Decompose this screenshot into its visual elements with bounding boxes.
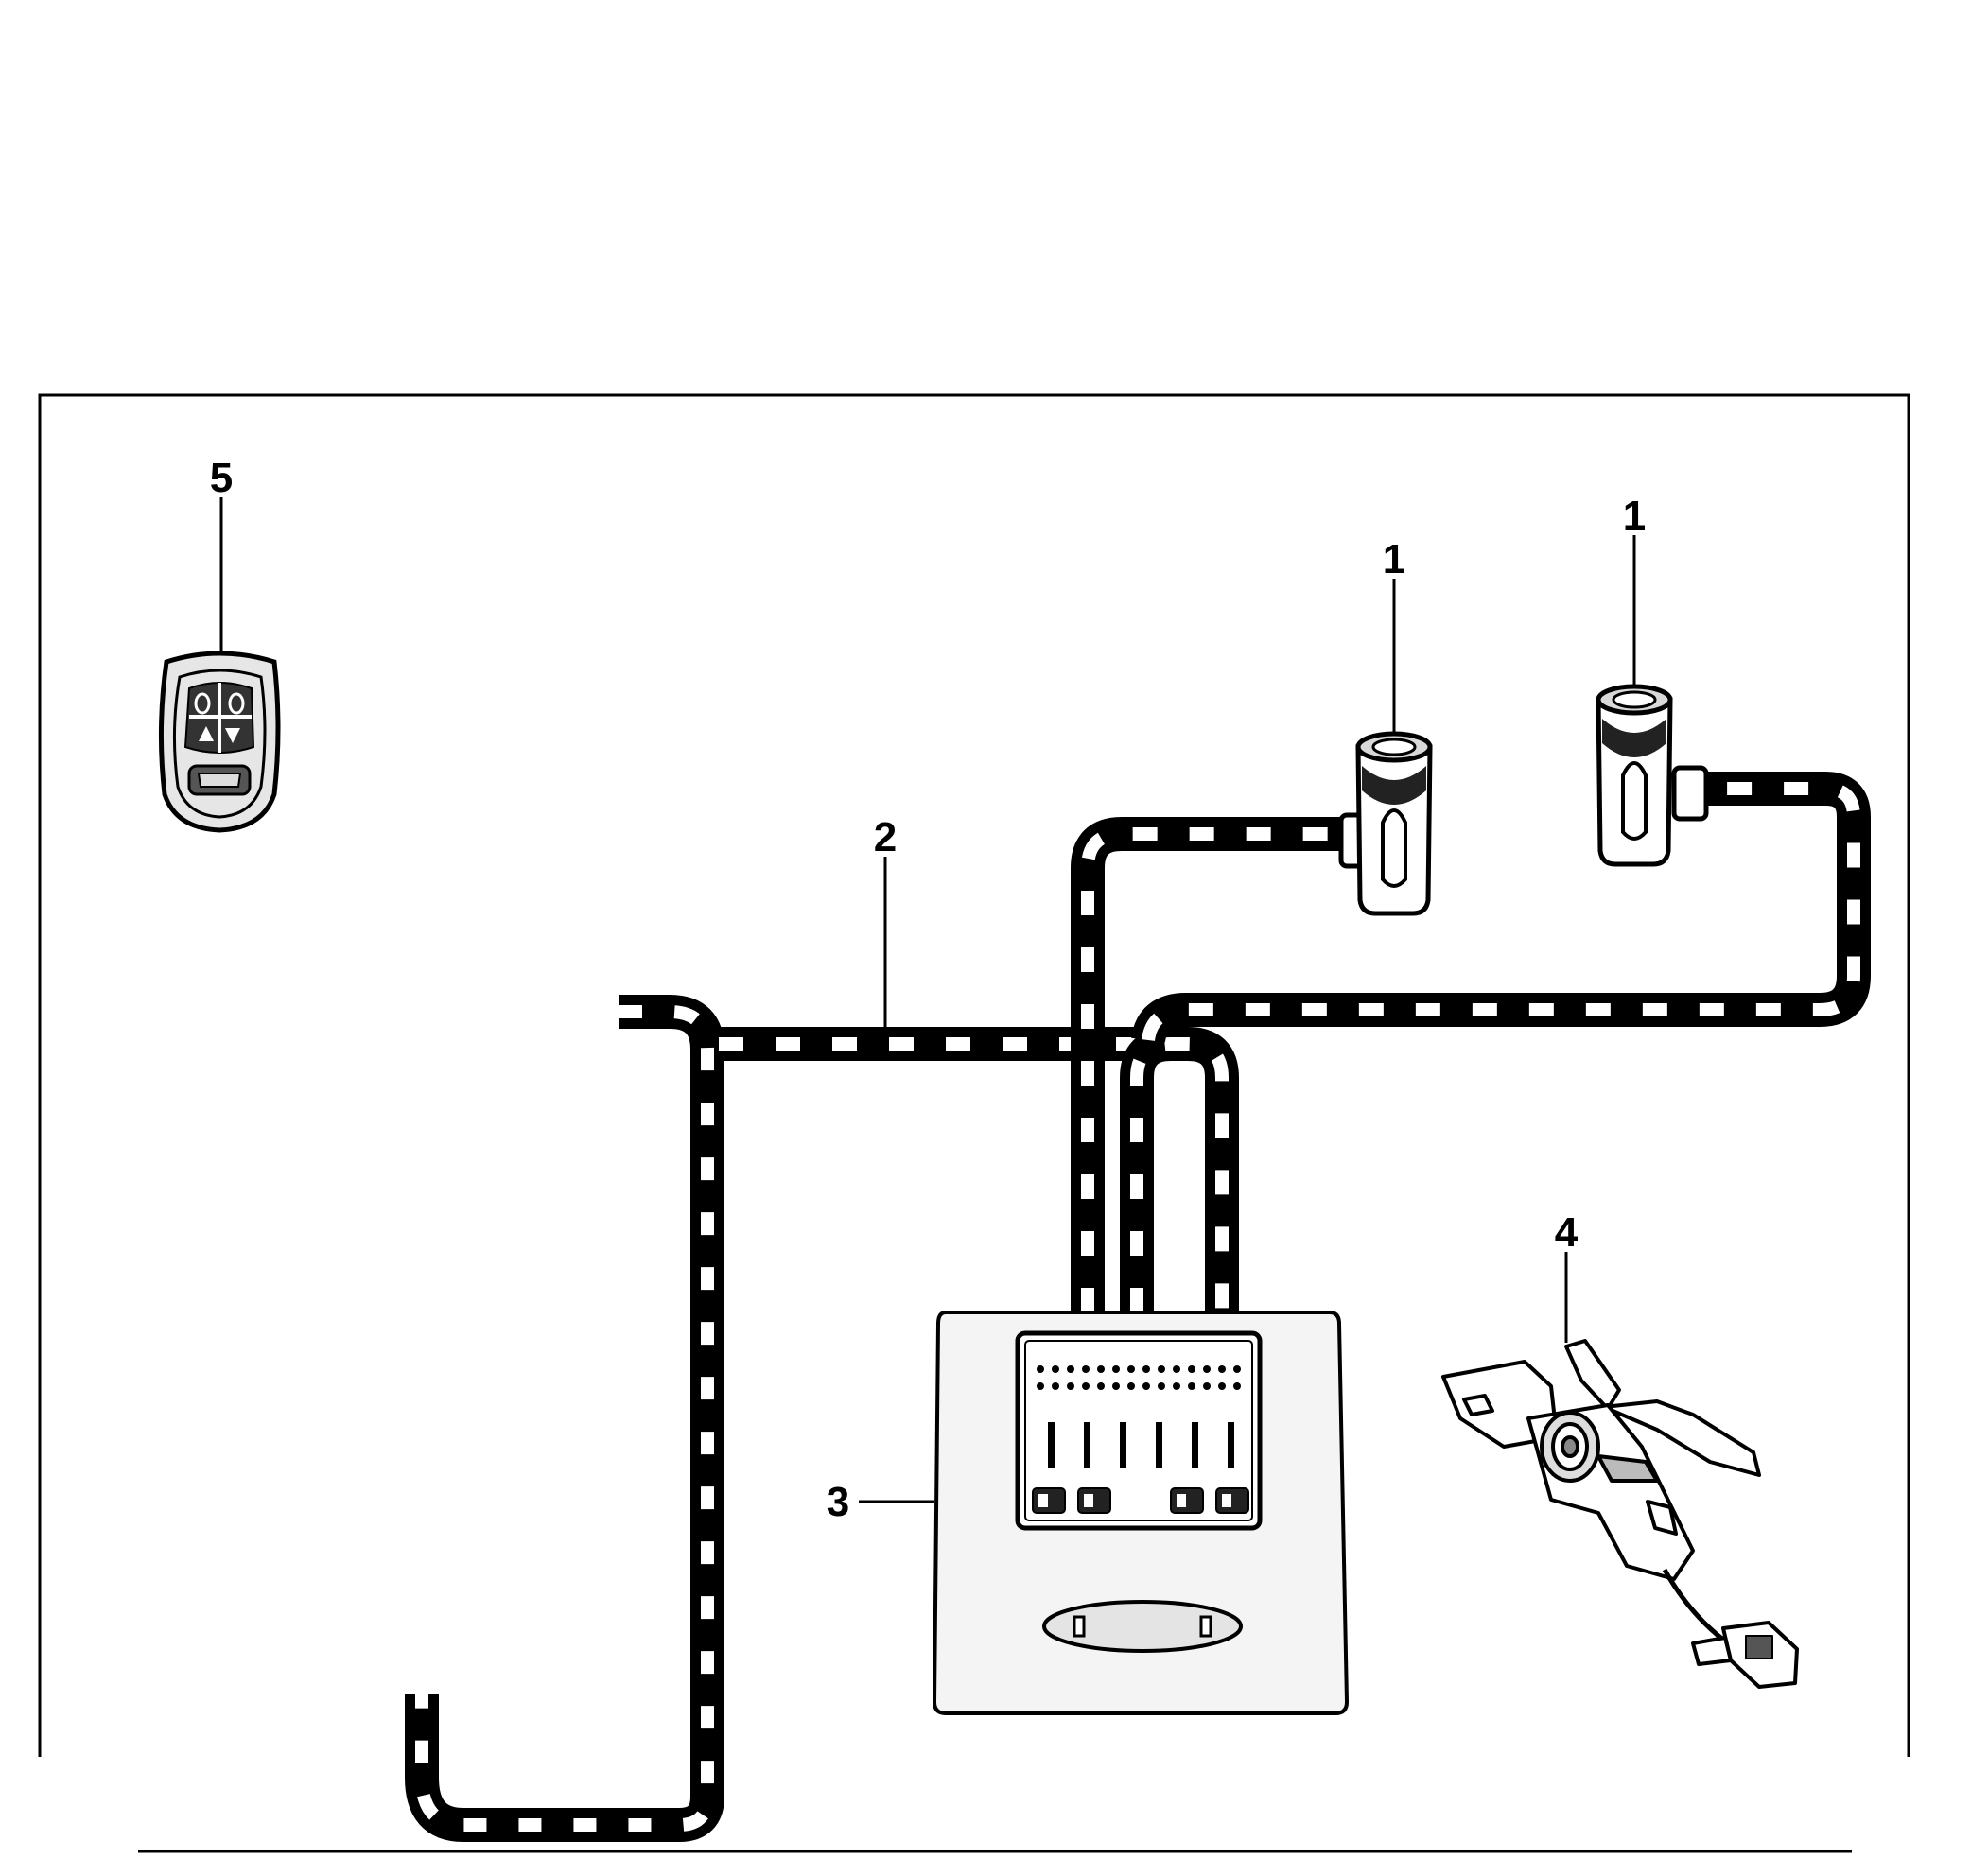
parking-sensor-left — [1338, 731, 1433, 916]
callout-leaders — [219, 497, 1636, 1503]
module-badge — [1042, 1600, 1243, 1653]
wire-harness — [405, 772, 1871, 1842]
diagram-frame — [38, 393, 1910, 1757]
module-slots — [1048, 1422, 1234, 1468]
control-module — [932, 1311, 1350, 1715]
harness-main-run — [405, 995, 724, 1842]
hood-latch-assembly — [1441, 1339, 1799, 1689]
module-pin-row-2 — [1037, 1382, 1241, 1390]
harness-branch-left-sensor — [1071, 817, 1343, 1312]
module-pin-row-1 — [1037, 1365, 1241, 1373]
callout-1-left: 1 — [1383, 536, 1405, 582]
callout-5: 5 — [210, 455, 233, 501]
remote-fob — [158, 651, 281, 833]
harness-branch-right-sensor — [1131, 772, 1871, 1044]
callout-2: 2 — [874, 814, 897, 860]
harness-branch-module-a — [1120, 1027, 1239, 1312]
parking-sensor-right — [1596, 684, 1709, 867]
callout-1-right: 1 — [1623, 493, 1646, 539]
callout-3: 3 — [827, 1479, 849, 1525]
callout-4: 4 — [1555, 1209, 1579, 1256]
